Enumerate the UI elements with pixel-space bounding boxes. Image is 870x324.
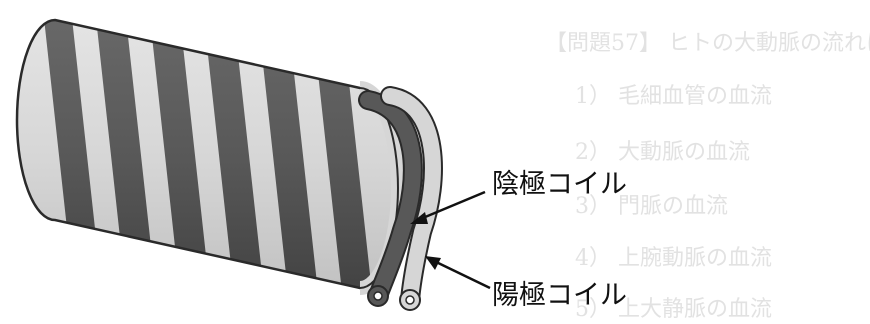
- background-option-1: 1） 毛細血管の血流: [575, 84, 772, 109]
- background-option-3: 3） 門脈の血流: [575, 194, 728, 219]
- cathode-arrow: [417, 190, 486, 222]
- background-question: 【問題57】 ヒトの大動脈の流れについて正しいのはどれか。 1） 毛細血管の血流…: [545, 31, 870, 322]
- label-arrows: [410, 190, 491, 290]
- coil-leads: [358, 86, 443, 311]
- background-option-2: 2） 大動脈の血流: [575, 140, 750, 165]
- anode-coil-label: 陽極コイル: [492, 280, 627, 311]
- cathode-coil-label: 陰極コイル: [492, 169, 627, 200]
- background-option-5: 5） 上大静脈の血流: [575, 297, 772, 320]
- background-option-4: 4） 上腕動脈の血流: [575, 246, 772, 271]
- coil-stripes: [17, 20, 398, 288]
- background-heading: 【問題57】 ヒトの大動脈の流れについて正しいのはどれか。: [545, 31, 870, 56]
- anode-arrow: [431, 258, 491, 290]
- coil-body: [15, 18, 405, 295]
